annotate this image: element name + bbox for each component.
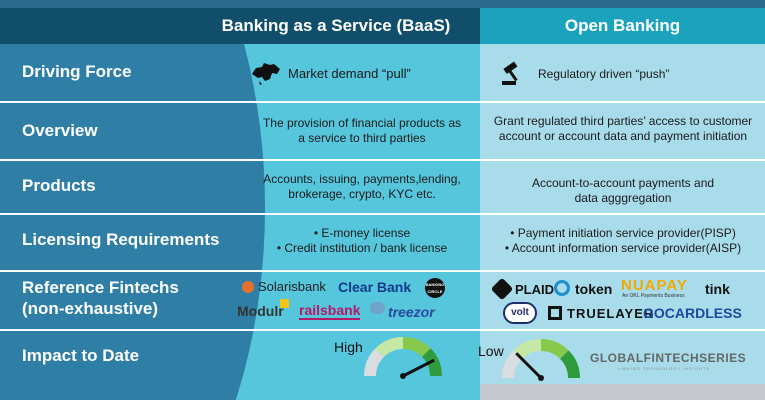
- nuapay-tagline: An OKL Payments Business: [622, 293, 685, 299]
- ob-products: Account-to-account payments and data agg…: [531, 176, 715, 205]
- brand-tagline: LINKING TECHNOLOGY INSIGHTS: [618, 366, 710, 371]
- row-label-driving-force: Driving Force: [22, 62, 132, 81]
- open-banking-title: Open Banking: [564, 16, 681, 35]
- modulr-square-icon: [280, 299, 289, 308]
- gocardless-logo: GOCARDLESS: [643, 305, 742, 321]
- baas-license-emoney: • E-money license: [313, 226, 411, 240]
- row-divider: [0, 270, 765, 272]
- treezor-cloud-icon: [370, 302, 385, 314]
- row-label-panel: [0, 8, 265, 400]
- row-divider: [0, 159, 765, 161]
- row-label-overview: Overview: [22, 121, 98, 140]
- clearbank-logo: Clear Bank: [338, 279, 412, 295]
- volt-logo: volt: [503, 302, 537, 324]
- open-banking-header: Open Banking: [480, 8, 765, 44]
- gauge-segment: [559, 350, 580, 379]
- banking-circle-logo: BANKING CIRCLE: [425, 278, 445, 298]
- gavel-icon: [502, 61, 518, 85]
- gauge-segment: [375, 337, 404, 358]
- baas-impact-label: High: [334, 339, 363, 355]
- baas-overview: The provision of financial products as a…: [262, 116, 462, 145]
- ob-driving-force: Regulatory driven “push”: [538, 67, 670, 81]
- sun-icon: [242, 280, 254, 293]
- gauge-segment: [402, 337, 431, 358]
- brand-name: GLOBALFINTECHSERIES: [590, 351, 747, 365]
- ob-impact-label: Low: [478, 343, 504, 359]
- top-bar: [0, 0, 765, 8]
- baas-impact-gauge: [364, 337, 442, 379]
- truelayer-icon: [548, 306, 562, 320]
- baas-driving-force: Market demand “pull”: [288, 66, 411, 81]
- row-label-impact: Impact to Date: [22, 346, 140, 365]
- gauge-segment: [540, 339, 569, 360]
- ob-impact-gauge: [502, 339, 580, 381]
- treezor-logo: treezor: [388, 304, 435, 320]
- row-label-licensing: Licensing Requirements: [22, 230, 220, 249]
- gauge-needle: [402, 358, 435, 378]
- gauge-hub: [538, 375, 544, 381]
- tink-logo: tink: [705, 281, 730, 297]
- left-header: [0, 8, 205, 44]
- railsbank-logo: railsbank: [299, 302, 361, 320]
- gauge-needle: [515, 352, 543, 380]
- open-banking-column: [480, 8, 765, 400]
- gauge-segment: [513, 339, 542, 360]
- gauge-hub: [400, 373, 406, 379]
- baas-products: Accounts, issuing, payments,lending, bro…: [263, 172, 461, 201]
- token-logo: token: [575, 281, 613, 297]
- gauge-segment: [364, 348, 385, 377]
- solarisbank-logo: Solarisbank: [242, 279, 326, 294]
- truelayer-logo: TRUELAYER: [567, 306, 655, 321]
- baas-title: Banking as a Service (BaaS): [221, 16, 451, 35]
- ob-license-aisp: • Account information service provider(A…: [504, 241, 742, 255]
- row-divider: [0, 213, 765, 215]
- row-label-reference-fintechs: Reference Fintechs: [22, 278, 179, 297]
- token-icon: [554, 280, 570, 296]
- modulr-logo: Modulr: [237, 303, 284, 319]
- baas-header: Banking as a Service (BaaS): [192, 8, 480, 44]
- ob-overview: Grant regulated third parties’ access to…: [493, 114, 753, 143]
- gauge-segment: [502, 350, 523, 379]
- ob-license-pisp: • Payment initiation service provider(PI…: [510, 226, 736, 240]
- gauge-segment: [421, 348, 442, 377]
- bottom-strip: [480, 384, 765, 400]
- row-divider: [0, 329, 765, 331]
- world-map-icon: [252, 63, 280, 85]
- nuapay-logo: NUAPAY: [621, 277, 688, 294]
- row-label-products: Products: [22, 176, 96, 195]
- row-label-non-exhaustive: (non-exhaustive): [22, 299, 159, 318]
- baas-license-credit: • Credit institution / bank license: [276, 241, 448, 255]
- plaid-logo: PLAID: [515, 282, 554, 297]
- row-divider: [0, 101, 765, 103]
